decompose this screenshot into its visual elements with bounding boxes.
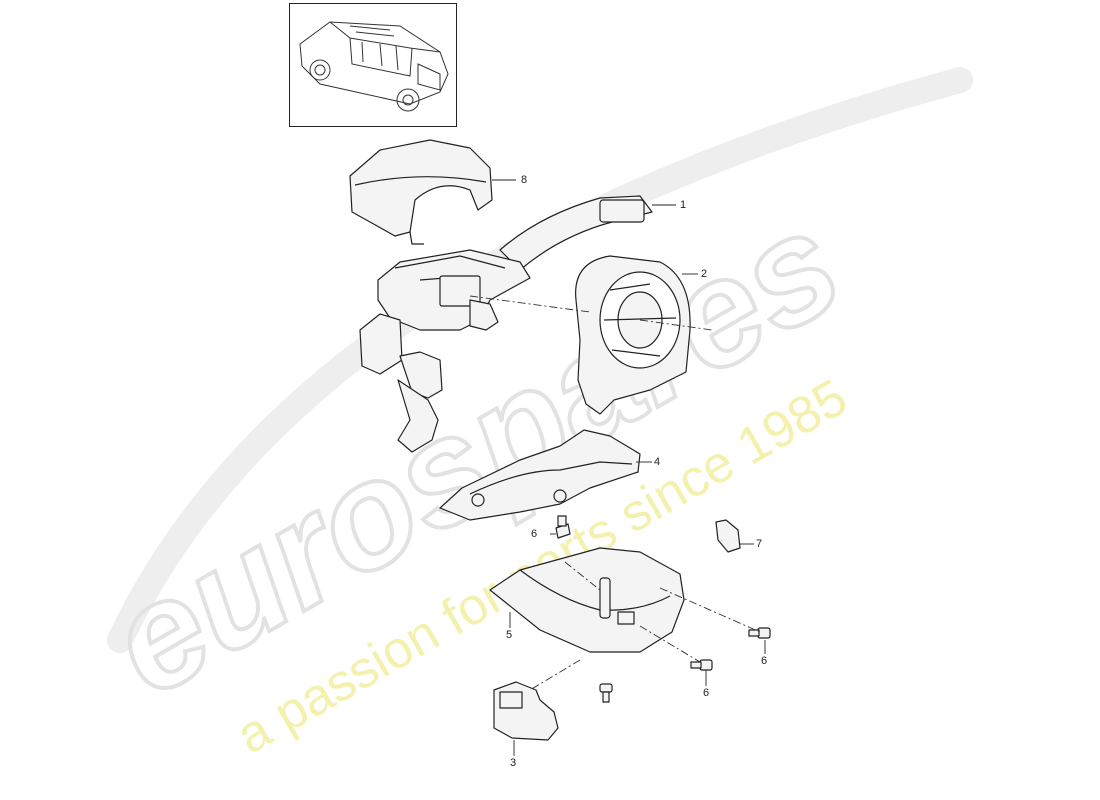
part-steering-lock-module	[493, 681, 559, 741]
part-clip	[715, 519, 741, 553]
part-steering-column-switch	[359, 195, 653, 453]
callout-6-upper: 6	[531, 528, 538, 540]
callout-8: 8	[521, 174, 528, 186]
screw-icon	[555, 515, 571, 539]
car-icon	[299, 21, 449, 112]
callout-5: 5	[506, 629, 513, 641]
callout-2: 2	[701, 268, 708, 280]
callout-1: 1	[680, 199, 687, 211]
part-upper-steering-column-cover	[349, 139, 493, 245]
callout-6-right: 6	[761, 655, 768, 667]
callout-3: 3	[510, 757, 517, 769]
part-clock-spring	[575, 255, 691, 415]
screw-icon	[690, 659, 713, 671]
part-lower-steering-column-cover	[489, 547, 685, 653]
callout-7: 7	[756, 538, 763, 550]
screw-icon	[599, 683, 613, 703]
callout-4: 4	[654, 456, 661, 468]
callout-6-lower: 6	[703, 687, 710, 699]
part-lower-trim-support	[439, 429, 641, 521]
vehicle-thumbnail	[289, 3, 457, 127]
assembly-lines	[469, 295, 761, 691]
callout-leaders	[492, 179, 766, 756]
screw-icon	[748, 627, 771, 639]
